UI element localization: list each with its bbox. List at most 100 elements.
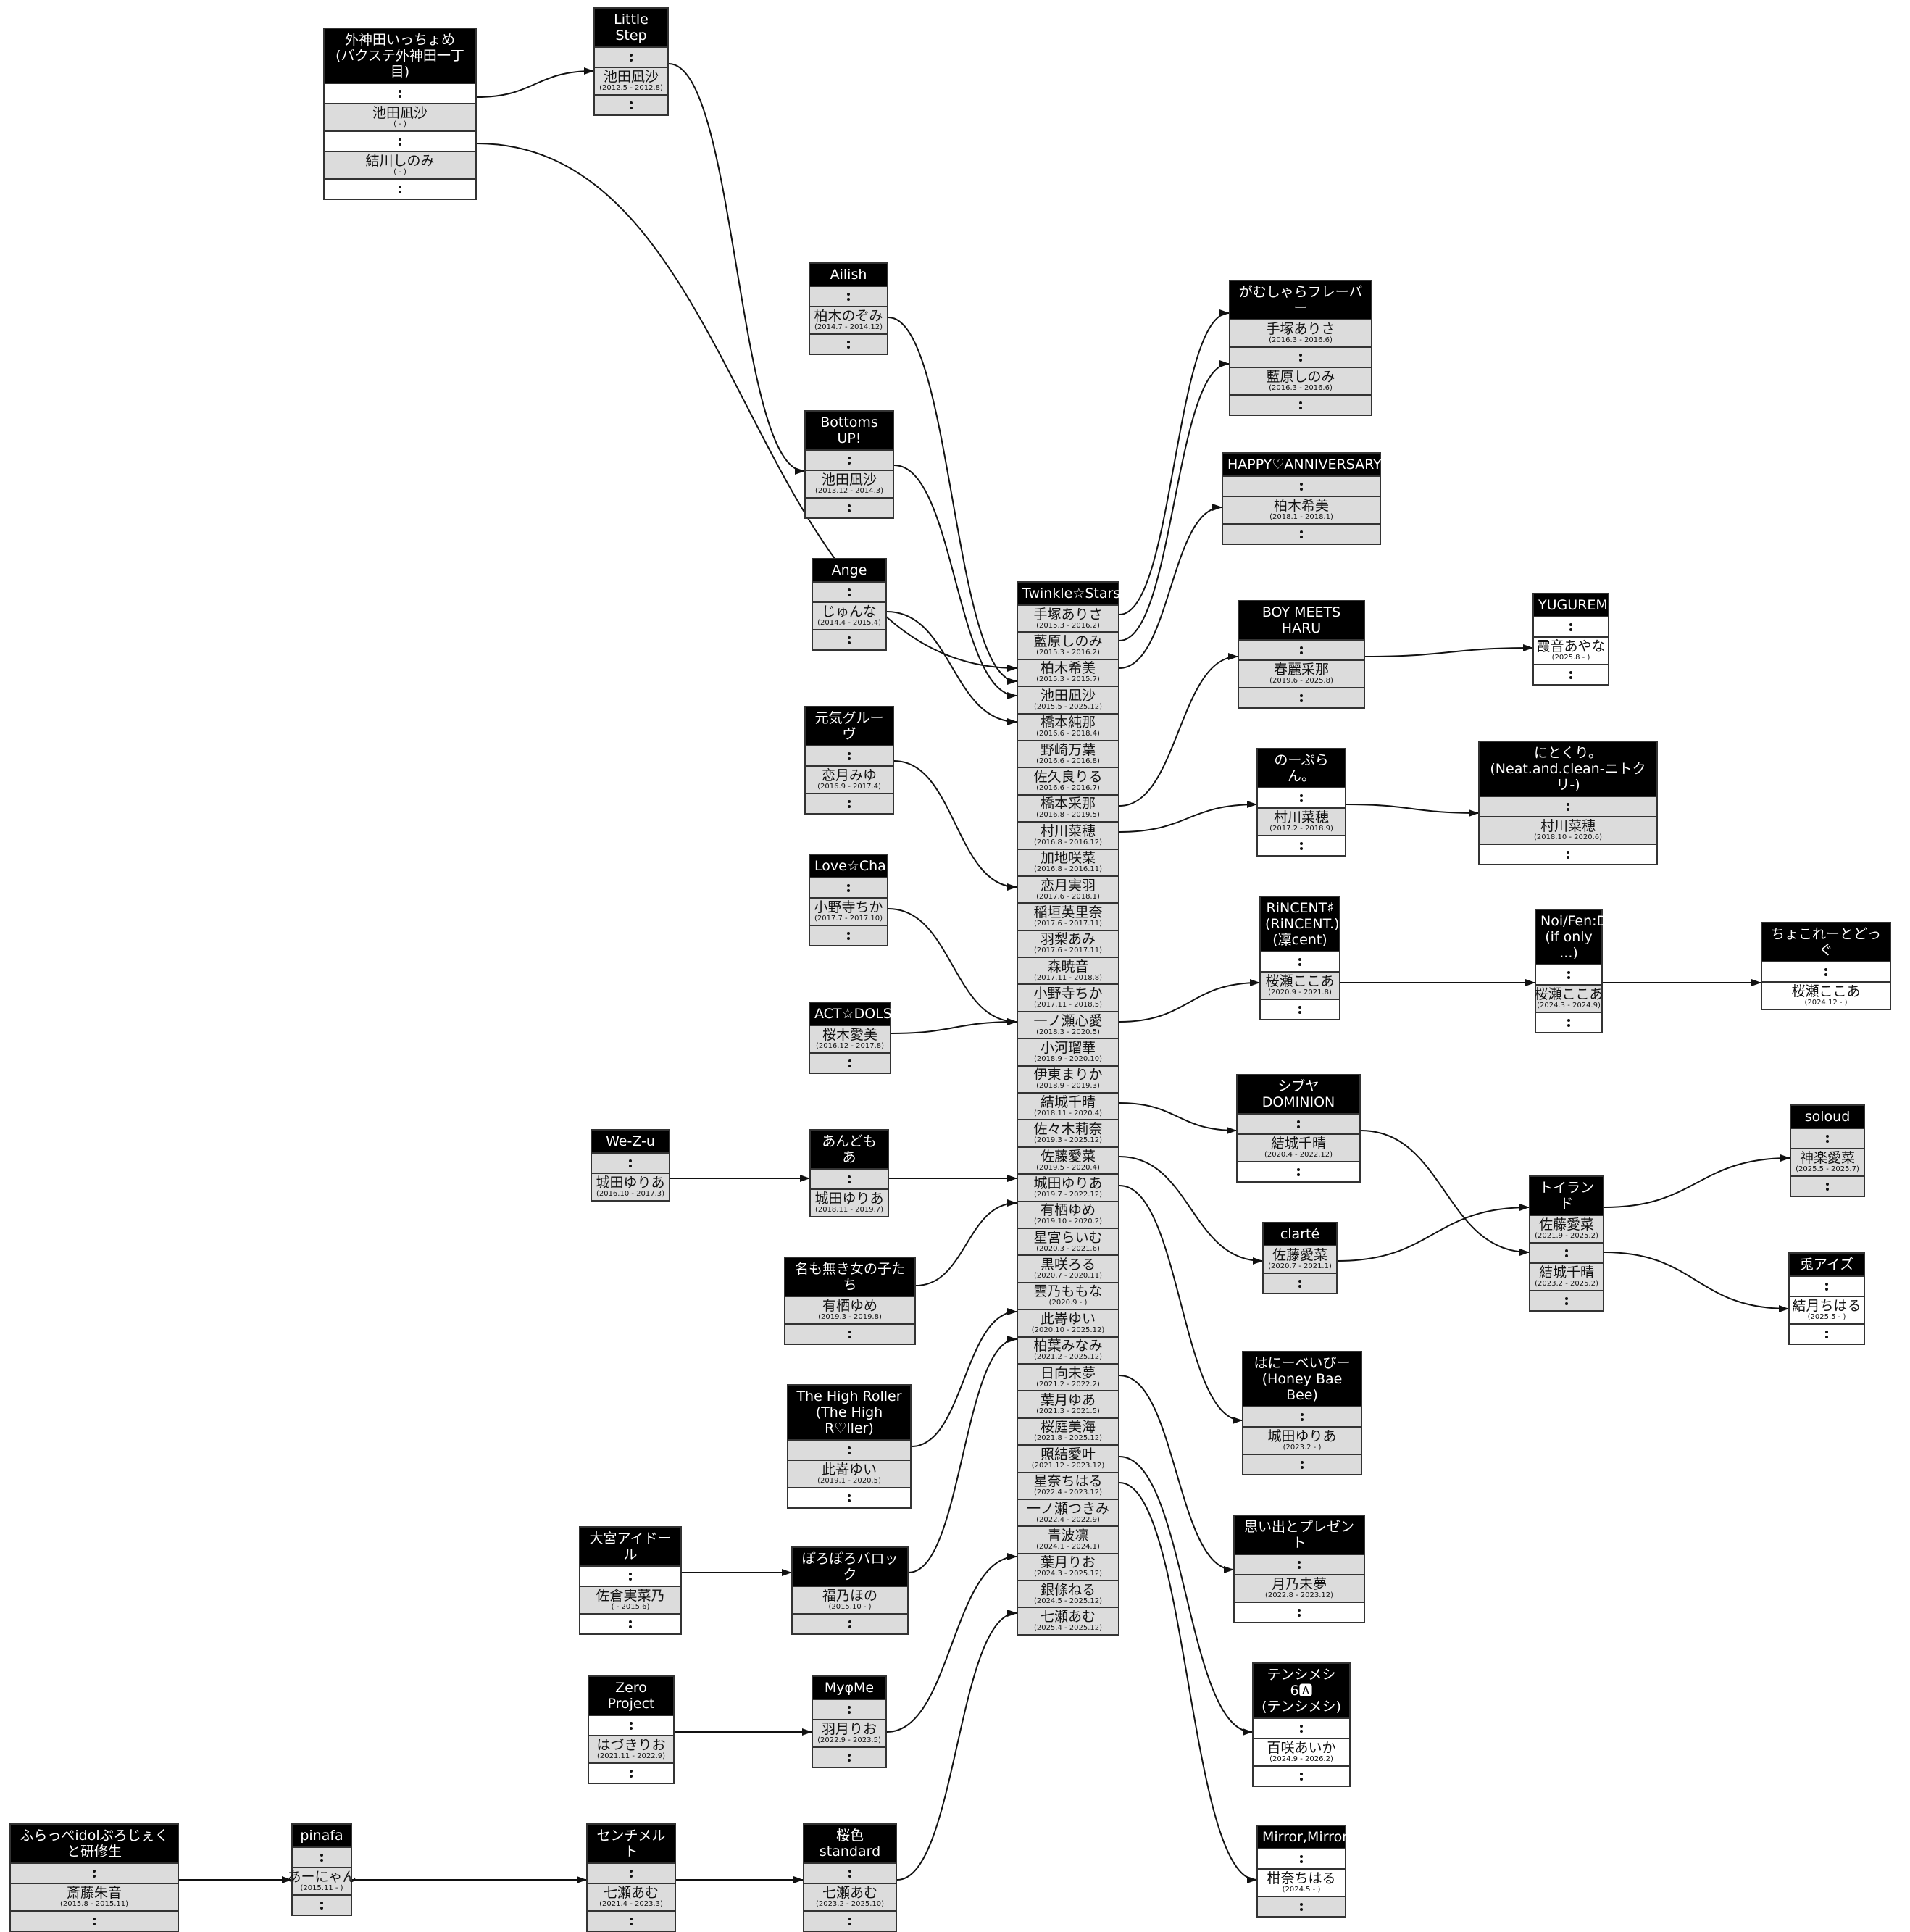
member-row[interactable]: 藍原しのみ(2015.3 - 2016.2) bbox=[1018, 631, 1118, 659]
member-row[interactable]: 村川菜穂(2017.2 - 2018.9) bbox=[1258, 807, 1345, 835]
member-row[interactable]: 桜庭美海(2021.8 - 2025.12) bbox=[1018, 1417, 1118, 1445]
member-row[interactable]: 桜木愛美(2016.12 - 2017.8) bbox=[810, 1025, 890, 1052]
member-row[interactable]: 村川菜穂(2018.10 - 2020.6) bbox=[1480, 816, 1656, 844]
member-row[interactable]: 羽月りお(2022.9 - 2023.5) bbox=[813, 1719, 885, 1746]
member-row[interactable]: 星宮らいむ(2020.3 - 2021.6) bbox=[1018, 1227, 1118, 1255]
member-row[interactable]: 野崎万葉(2016.6 - 2016.8) bbox=[1018, 739, 1118, 767]
member-row[interactable]: 銀條ねる(2024.5 - 2025.12) bbox=[1018, 1580, 1118, 1607]
group-node-chocolate[interactable]: ちょこれーとどっぐ桜瀬ここあ(2024.12 - ) bbox=[1761, 922, 1891, 1010]
member-row[interactable]: 池田凪沙(2015.5 - 2025.12) bbox=[1018, 686, 1118, 713]
group-node-highroller[interactable]: The High Roller (The High R♡ller)此嵜ゆい(20… bbox=[787, 1384, 912, 1509]
member-row[interactable]: 此嵜ゆい(2020.10 - 2025.12) bbox=[1018, 1309, 1118, 1336]
group-node-genki[interactable]: 元気グルーヴ恋月みゆ(2016.9 - 2017.4) bbox=[804, 706, 894, 815]
member-row[interactable]: 百咲あいか(2024.9 - 2026.2) bbox=[1254, 1738, 1349, 1765]
group-node-namonaki[interactable]: 名も無き女の子たち有栖ゆめ(2019.3 - 2019.8) bbox=[784, 1257, 916, 1345]
member-row[interactable]: 星奈ちはる(2022.4 - 2023.12) bbox=[1018, 1471, 1118, 1499]
member-row[interactable]: 黒咲ろる(2020.7 - 2020.11) bbox=[1018, 1254, 1118, 1282]
member-row[interactable]: 藍原しのみ(2016.3 - 2016.6) bbox=[1230, 367, 1371, 394]
group-node-sotokanda[interactable]: 外神田いっちょめ (バクステ外神田一丁目)池田凪沙( - )結川しのみ( - ) bbox=[323, 28, 477, 200]
member-row[interactable]: 城田ゆりあ(2019.7 - 2022.12) bbox=[1018, 1173, 1118, 1201]
member-row[interactable]: 有栖ゆめ(2019.10 - 2020.2) bbox=[1018, 1200, 1118, 1228]
member-row[interactable]: じゅんな(2014.4 - 2015.4) bbox=[813, 601, 885, 629]
group-node-usagi[interactable]: 兎アイズ結月ちはる(2025.5 - ) bbox=[1788, 1252, 1865, 1345]
member-row[interactable]: 羽梨あみ(2017.6 - 2017.11) bbox=[1018, 929, 1118, 957]
member-row[interactable]: 小野寺ちか(2017.7 - 2017.10) bbox=[810, 897, 887, 925]
member-row[interactable]: 福乃ほの(2015.10 - ) bbox=[793, 1586, 907, 1613]
member-row[interactable]: 城田ゆりあ(2016.10 - 2017.3) bbox=[592, 1173, 669, 1200]
member-row[interactable]: 霞音あやな(2025.8 - ) bbox=[1534, 636, 1608, 664]
group-node-noifend[interactable]: Noi/Fen:D (if only ...)桜瀬ここあ(2024.3 - 20… bbox=[1535, 909, 1607, 1033]
member-row[interactable]: 結月ちはる(2025.5 - ) bbox=[1790, 1296, 1864, 1323]
member-row[interactable]: 結城千晴(2020.4 - 2022.12) bbox=[1238, 1133, 1359, 1161]
member-row[interactable]: 柏木のぞみ(2014.7 - 2014.12) bbox=[810, 306, 887, 333]
member-row[interactable]: 柏葉みなみ(2021.2 - 2025.12) bbox=[1018, 1336, 1118, 1363]
group-node-omiya[interactable]: 大宮アイドール佐倉実菜乃( - 2015.6) bbox=[579, 1526, 682, 1635]
member-row[interactable]: 稲垣英里奈(2017.6 - 2017.11) bbox=[1018, 902, 1118, 930]
member-row[interactable]: 池田凪沙( - ) bbox=[325, 103, 475, 130]
member-row[interactable]: 一ノ瀬心愛(2018.3 - 2020.5) bbox=[1018, 1010, 1118, 1038]
member-row[interactable]: 橋本純那(2016.6 - 2018.4) bbox=[1018, 712, 1118, 740]
member-row[interactable]: 城田ゆりあ(2018.11 - 2019.7) bbox=[811, 1188, 888, 1216]
member-row[interactable]: 伊東まりか(2018.9 - 2019.3) bbox=[1018, 1065, 1118, 1093]
group-node-gamushara[interactable]: がむしゃらフレーバー手塚ありさ(2016.3 - 2016.6)藍原しのみ(20… bbox=[1229, 280, 1372, 416]
member-row[interactable]: 恋月実羽(2017.6 - 2018.1) bbox=[1018, 875, 1118, 903]
member-row[interactable]: 加地咲菜(2016.8 - 2016.11) bbox=[1018, 848, 1118, 875]
member-row[interactable]: 青波凛(2024.1 - 2024.1) bbox=[1018, 1525, 1118, 1553]
member-row[interactable]: 佐倉実菜乃( - 2015.6) bbox=[580, 1586, 680, 1613]
group-node-nitokuri[interactable]: にとくり。 (Neat.and.clean-ニトクリ-)村川菜穂(2018.10… bbox=[1478, 741, 1658, 865]
group-node-fullpe[interactable]: ふらっぺidolぷろじぇくと研修生斎藤朱音(2015.8 - 2015.11) bbox=[9, 1823, 179, 1932]
member-row[interactable]: 七瀬あむ(2025.4 - 2025.12) bbox=[1018, 1607, 1118, 1634]
member-row[interactable]: 此嵜ゆい(2019.1 - 2020.5) bbox=[788, 1460, 910, 1487]
member-row[interactable]: 葉月りお(2024.3 - 2025.12) bbox=[1018, 1552, 1118, 1581]
member-row[interactable]: 結城千晴(2018.11 - 2020.4) bbox=[1018, 1092, 1118, 1120]
member-row[interactable]: 結城千晴(2023.2 - 2025.2) bbox=[1530, 1262, 1603, 1290]
group-node-tenshimeshi[interactable]: テンシメシ6🅰 (テンシメシ)百咲あいか(2024.9 - 2026.2) bbox=[1252, 1662, 1351, 1787]
member-row[interactable]: 一ノ瀬つきみ(2022.4 - 2022.9) bbox=[1018, 1498, 1118, 1526]
member-row[interactable]: 森暁音(2017.11 - 2018.8) bbox=[1018, 957, 1118, 984]
member-row[interactable]: 桜瀬ここあ(2024.12 - ) bbox=[1762, 981, 1890, 1009]
group-node-honeybae[interactable]: はにーべいびー (Honey Bae Bee)城田ゆりあ(2023.2 - ) bbox=[1242, 1351, 1362, 1475]
member-row[interactable]: 春麗采那(2019.6 - 2025.8) bbox=[1239, 659, 1364, 687]
group-node-rincent[interactable]: RiNCENT♯ (RiNCENT.) (凜cent)桜瀬ここあ(2020.9 … bbox=[1259, 896, 1340, 1020]
member-row[interactable]: 佐々木莉奈(2019.3 - 2025.12) bbox=[1018, 1119, 1118, 1146]
member-row[interactable]: 柏木希美(2018.1 - 2018.1) bbox=[1223, 496, 1380, 523]
group-node-toirando[interactable]: トイランド佐藤愛菜(2021.9 - 2025.2)結城千晴(2023.2 - … bbox=[1529, 1175, 1604, 1312]
group-node-andomoa[interactable]: あんどもあ城田ゆりあ(2018.11 - 2019.7) bbox=[809, 1129, 889, 1217]
member-row[interactable]: 七瀬あむ(2021.4 - 2023.3) bbox=[588, 1883, 675, 1910]
member-row[interactable]: 佐久良りる(2016.6 - 2016.7) bbox=[1018, 767, 1118, 794]
member-row[interactable]: 日向未夢(2021.2 - 2022.2) bbox=[1018, 1362, 1118, 1391]
member-row[interactable]: 照結愛叶(2021.12 - 2023.12) bbox=[1018, 1444, 1118, 1472]
group-node-omoide[interactable]: 思い出とプレゼント月乃未夢(2022.8 - 2023.12) bbox=[1233, 1515, 1365, 1623]
member-row[interactable]: 池田凪沙(2013.12 - 2014.3) bbox=[806, 470, 893, 497]
member-row[interactable]: 佐藤愛菜(2021.9 - 2025.2) bbox=[1530, 1215, 1603, 1242]
member-row[interactable]: はづきりお(2021.11 - 2022.9) bbox=[589, 1735, 673, 1762]
member-row[interactable]: 小野寺ちか(2017.11 - 2018.5) bbox=[1018, 983, 1118, 1011]
member-row[interactable]: 村川菜穂(2016.8 - 2016.12) bbox=[1018, 821, 1118, 849]
member-row[interactable]: あーにゃん(2015.11 - ) bbox=[288, 1867, 356, 1894]
group-node-bottomsup[interactable]: Bottoms UP!池田凪沙(2013.12 - 2014.3) bbox=[804, 410, 894, 519]
member-row[interactable]: 佐藤愛菜(2020.7 - 2021.1) bbox=[1264, 1245, 1336, 1273]
group-node-nopuran[interactable]: のーぷらん。村川菜穂(2017.2 - 2018.9) bbox=[1256, 748, 1346, 857]
member-row[interactable]: 橋本采那(2016.8 - 2019.5) bbox=[1018, 794, 1118, 822]
member-row[interactable]: 月乃未夢(2022.8 - 2023.12) bbox=[1235, 1574, 1364, 1602]
member-row[interactable]: 桜瀬ここあ(2020.9 - 2021.8) bbox=[1261, 971, 1339, 999]
member-row[interactable]: 柑奈ちはる(2024.5 - ) bbox=[1258, 1868, 1345, 1896]
member-row[interactable]: 有栖ゆめ(2019.3 - 2019.8) bbox=[785, 1296, 914, 1323]
